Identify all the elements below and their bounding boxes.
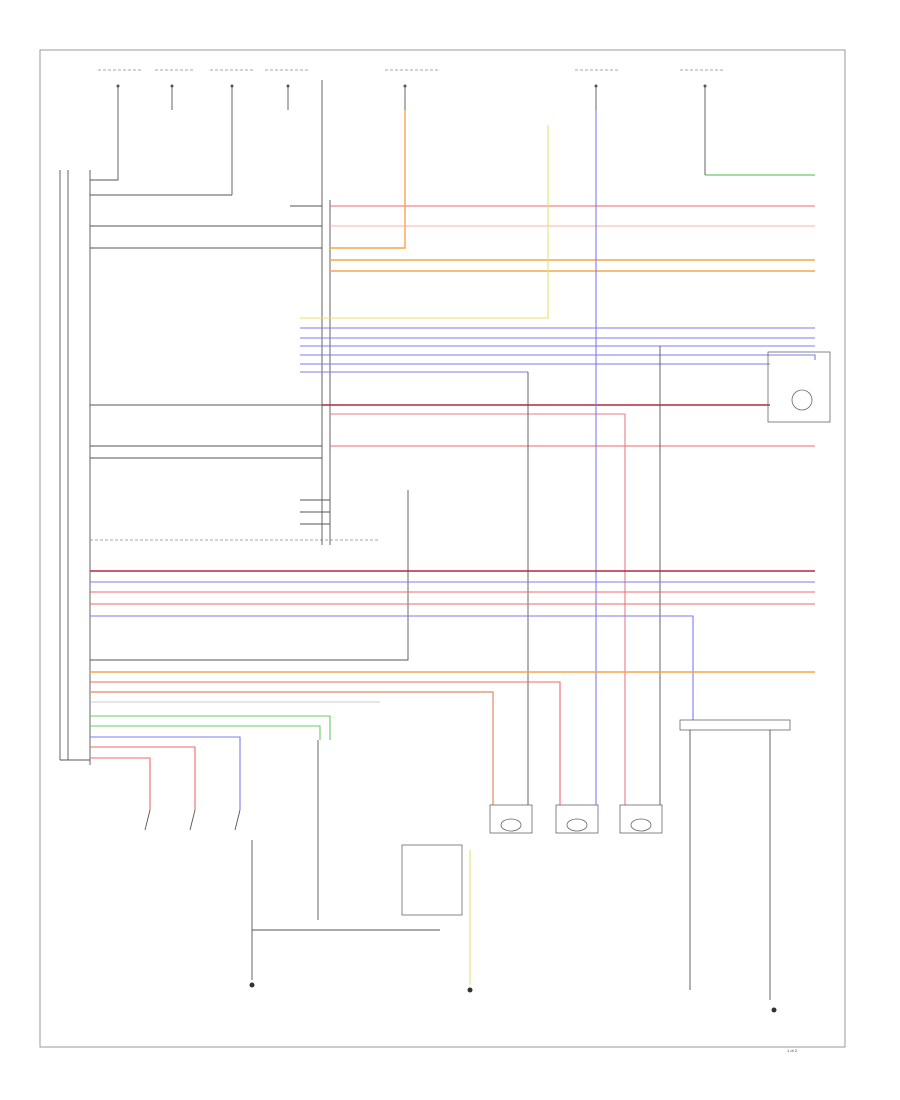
fuse-6 [575, 69, 620, 110]
lower-left-switches [144, 740, 440, 988]
lamp-icon [630, 818, 652, 832]
lamp-icon [566, 818, 588, 832]
diagram-frame [39, 49, 846, 1048]
fuse-1 [98, 69, 142, 170]
vertical-drop-wires [527, 110, 706, 805]
lamp-icon [500, 818, 522, 832]
fuse-relay-row [98, 69, 725, 195]
right-side-components [679, 351, 831, 1013]
fuse-5 [385, 69, 440, 110]
wire-orange-vertical [330, 110, 406, 249]
lower-colored-wires [90, 354, 815, 810]
left-control-module [59, 170, 380, 765]
ground-icon [771, 1007, 777, 1013]
fuse-4 [265, 69, 310, 110]
ground-icon [467, 987, 473, 993]
right-actuator-box [767, 351, 831, 423]
upper-colored-wires [300, 110, 816, 447]
wire-yellow [300, 125, 549, 319]
ground-icon [249, 982, 255, 988]
right-switch-box [679, 719, 791, 731]
center-junction-block [321, 80, 331, 545]
fuse-3 [210, 69, 255, 195]
fuse-7 [680, 69, 725, 110]
motor-icon [791, 389, 813, 411]
lamp-group [489, 804, 663, 834]
page-number: 1 of 2 [787, 1048, 798, 1053]
wire-blue-4 [300, 354, 816, 360]
left-black-wires [90, 170, 409, 661]
fuse-2 [155, 69, 195, 110]
lower-center-module [401, 844, 473, 993]
